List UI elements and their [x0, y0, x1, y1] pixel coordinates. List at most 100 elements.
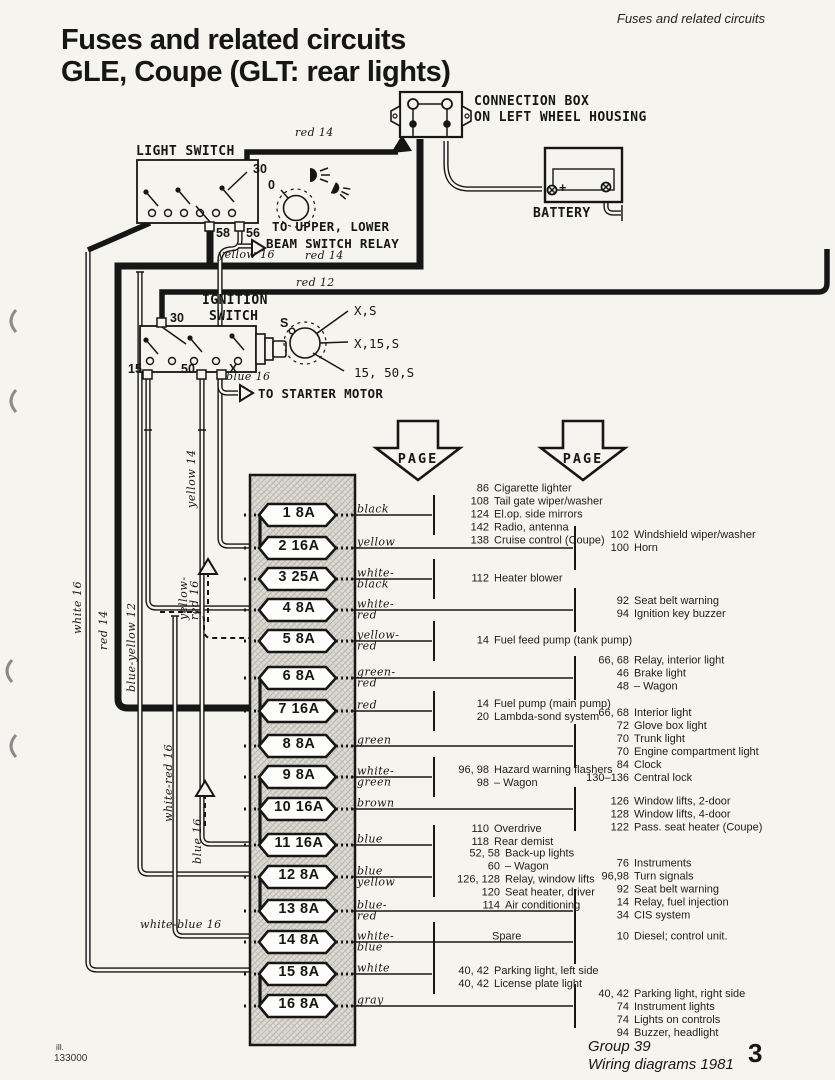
ignition-terminal-15: 15	[128, 362, 142, 376]
up-arrow-icon	[197, 557, 219, 575]
circuit-line: 60– Wagon	[487, 860, 549, 873]
wire-label-red14-vert: red 14	[97, 610, 110, 650]
wire-label-white16: white 16	[71, 580, 84, 634]
fuse-10-wire-color: brown	[357, 796, 395, 810]
fuse-1-wire-color: black	[357, 502, 389, 516]
light-switch-label: LIGHT SWITCH	[136, 144, 235, 159]
fuse-11-label: 11 16A	[274, 835, 324, 851]
fuse-5-wire-color: yellow- red	[357, 628, 400, 652]
ignition-terminal-50: 50	[181, 362, 195, 376]
fuse-2-wire-color: yellow	[357, 535, 396, 549]
wire-label-blue-yellow12: blue-yellow 12	[125, 602, 138, 692]
fuse-7-label: 7 16A	[278, 701, 320, 717]
starter-note: TO STARTER MOTOR	[258, 386, 384, 401]
wire-label-yellow14: yellow 14	[185, 449, 198, 508]
light-switch-terminal-58: 58	[216, 226, 230, 240]
page-arrow-label-left: PAGE	[397, 451, 439, 467]
wire-label-blue16-starter: blue 16	[226, 370, 271, 383]
light-switch-icon	[136, 159, 351, 232]
fuse-4-wire-color: white- red	[357, 597, 395, 621]
fuse-rows	[244, 495, 576, 1028]
fuse-13-wire-color: blue- red	[357, 898, 387, 922]
fuse-3-label: 3 25A	[278, 569, 320, 585]
fuse-4-label: 4 8A	[282, 600, 316, 616]
relay-note-2: BEAM SWITCH RELAY	[266, 236, 400, 251]
ignition-position-1: X,S	[354, 303, 377, 318]
fuse-16-label: 16 8A	[278, 996, 320, 1012]
wire-label-red14-mid: red 14	[305, 249, 344, 262]
wire-label-yellow16: yellow 16	[218, 248, 275, 261]
binding-marks-icon	[5, 308, 18, 759]
fuse-9-label: 9 8A	[282, 767, 316, 783]
page-title-line2: GLE, Coupe (GLT: rear lights)	[61, 56, 451, 88]
fuse-box	[248, 473, 357, 1047]
wire-label-blue16-vert: blue 16	[191, 818, 204, 864]
running-header: Fuses and related circuits	[616, 11, 765, 26]
footer-page-number: 3	[748, 1038, 763, 1068]
circuit-line: 48– Wagon	[616, 680, 678, 693]
battery-icon	[543, 146, 624, 204]
fuse-9-wire-color: white- green	[357, 764, 395, 788]
ignition-dial-letter: S	[280, 316, 289, 330]
circuit-line: Spare	[492, 930, 522, 943]
battery-plus: +	[559, 181, 567, 195]
footer-ill-caption: ill.	[56, 1042, 65, 1052]
fuse-12-wire-color: blue yellow	[357, 864, 396, 888]
connection-box-label-2: ON LEFT WHEEL HOUSING	[474, 110, 647, 125]
fuse-14-label: 14 8A	[278, 932, 320, 948]
right-arrow-icon	[251, 238, 267, 258]
ignition-switch-icon	[139, 310, 349, 380]
fuse-8-wire-color: green	[357, 733, 392, 747]
light-switch-dial-position: 0	[268, 178, 275, 192]
fuse-16-wire-color: gray	[357, 993, 384, 1007]
page-arrow-label-right: PAGE	[562, 451, 604, 467]
wire-label-white-red16: white-red 16	[162, 743, 175, 822]
fuse-1-label: 1 8A	[282, 505, 316, 521]
connection-box-label-1: CONNECTION BOX	[474, 94, 590, 109]
fuse-12-label: 12 8A	[278, 867, 320, 883]
wire-label-red12: red 12	[296, 276, 335, 289]
